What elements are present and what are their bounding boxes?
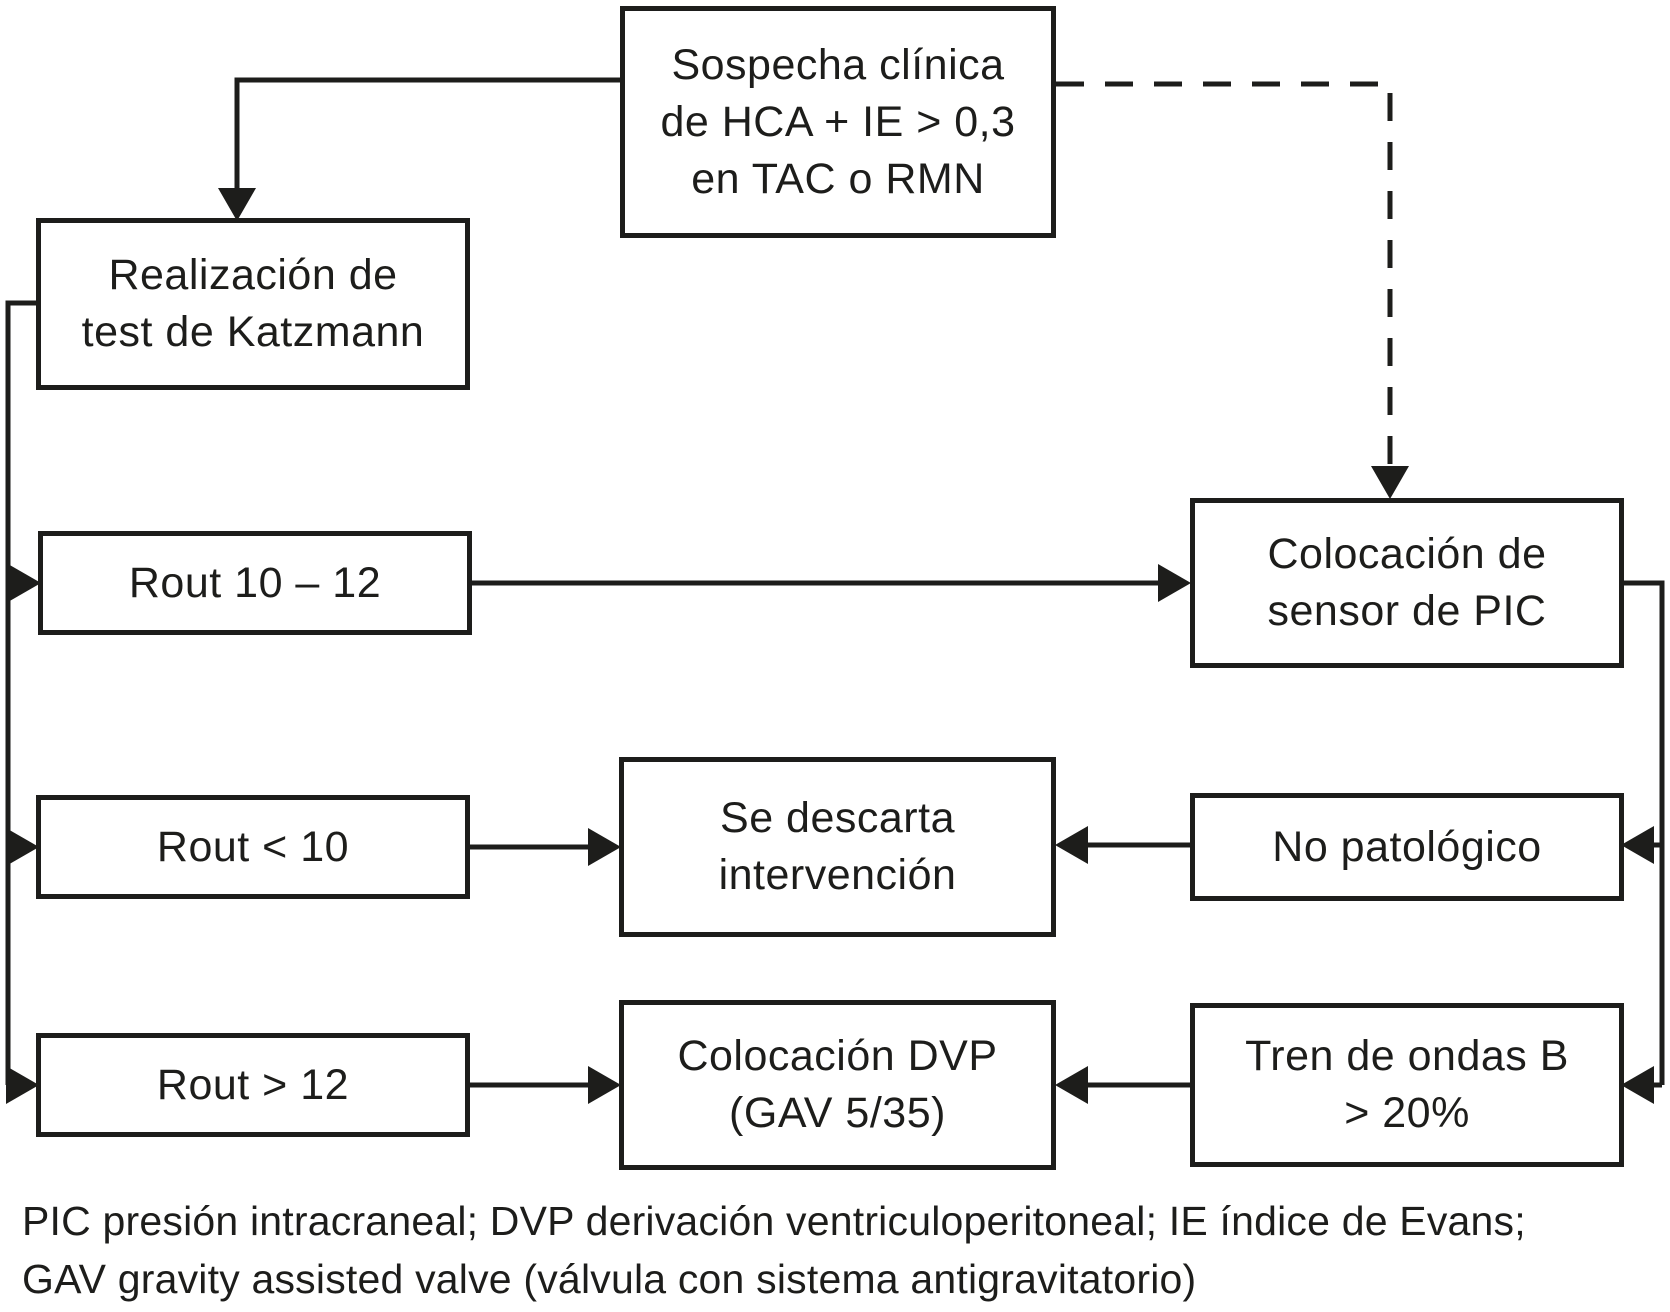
node-sospecha-line-3: en TAC o RMN (691, 154, 985, 203)
node-katzmann-line-1: Realización de (108, 251, 398, 299)
node-rout-10-12-label: Rout 10 – 12 (128, 558, 382, 607)
node-katzmann-line-2: test de Katzmann (81, 308, 425, 356)
node-rout-lt-10-label: Rout < 10 (156, 822, 350, 871)
node-sensor-pic: Colocación de sensor de PIC (1190, 498, 1624, 668)
edge-suspect-to-katzmann (234, 77, 620, 192)
arrowhead-down-sensor (1371, 466, 1409, 499)
footnote-line-1: PIC presión intracraneal; DVP derivación… (22, 1198, 1526, 1244)
node-descarta-line-1: Se descarta (720, 794, 955, 842)
node-tren-ondas-b: Tren de ondas B > 20% (1190, 1003, 1624, 1167)
arrowhead-left-dvp (1055, 1066, 1088, 1104)
footnote-line-2: GAV gravity assisted valve (válvula con … (22, 1256, 1197, 1302)
arrowhead-right-routgt12 (6, 1066, 39, 1104)
node-test-katzmann: Realización de test de Katzmann (36, 218, 470, 390)
node-rout-lt-10: Rout < 10 (36, 795, 470, 899)
node-no-patologico-label: No patológico (1272, 822, 1542, 871)
node-dvp-line-2: (GAV 5/35) (729, 1089, 946, 1137)
node-descarta-line-2: intervención (718, 851, 957, 899)
arrowhead-left-nopat (1621, 826, 1654, 864)
edge-sensor-right-rail (1622, 580, 1665, 1085)
node-sensor-line-1: Colocación de (1267, 530, 1547, 578)
arrowhead-down-katzmann (218, 188, 256, 221)
node-sensor-line-2: sensor de PIC (1267, 587, 1547, 635)
node-no-patologico: No patológico (1190, 793, 1624, 901)
node-dvp-line-1: Colocación DVP (677, 1032, 998, 1080)
node-tren-line-2: > 20% (1344, 1089, 1470, 1137)
node-rout-gt-12: Rout > 12 (36, 1033, 470, 1137)
edge-suspect-to-sensor-dashed (1056, 81, 1393, 464)
arrowhead-left-descarta (1055, 826, 1088, 864)
arrowhead-right-rout1012 (8, 564, 41, 602)
arrowhead-right-sensor (1158, 564, 1191, 602)
node-sospecha-line-1: Sospecha clínica (671, 40, 1005, 89)
edge-katzmann-left-rail (5, 300, 36, 1085)
node-colocacion-dvp: Colocación DVP (GAV 5/35) (619, 1000, 1056, 1170)
node-tren-line-1: Tren de ondas B (1245, 1032, 1569, 1080)
arrowhead-right-routlt10 (6, 828, 39, 866)
node-rout-10-12: Rout 10 – 12 (38, 531, 472, 635)
node-se-descarta: Se descarta intervención (619, 757, 1056, 937)
node-rout-gt-12-label: Rout > 12 (156, 1060, 350, 1109)
node-sospecha-line-2: de HCA + IE > 0,3 (660, 97, 1016, 146)
arrowhead-left-tren (1621, 1066, 1654, 1104)
arrowhead-right-dvp (588, 1066, 621, 1104)
node-sospecha-clinica: Sospecha clínica de HCA + IE > 0,3 en TA… (620, 6, 1056, 238)
abbreviations-footnote: PIC presión intracraneal; DVP derivación… (22, 1192, 1526, 1308)
arrowhead-right-descarta (588, 828, 621, 866)
